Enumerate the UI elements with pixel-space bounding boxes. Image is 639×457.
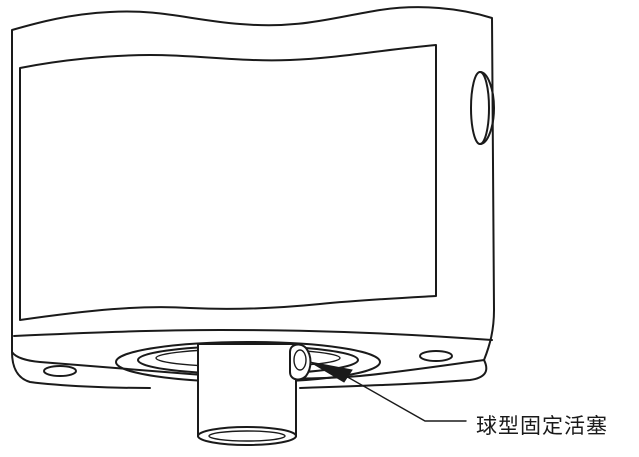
side-port <box>470 71 490 145</box>
ball-plunger-label: 球型固定活塞 <box>476 414 608 438</box>
housing-outline <box>11 6 495 380</box>
shaft-bottom <box>197 426 297 446</box>
housing-ledge <box>13 329 493 341</box>
mount-hole-left <box>43 365 77 377</box>
base-plate-right <box>299 359 488 389</box>
mount-hole-right <box>419 350 453 362</box>
callout-leader <box>343 374 467 422</box>
callout-arrowhead <box>309 361 353 383</box>
side-port-edge <box>479 71 495 145</box>
shaft-bottom-inner <box>208 430 286 442</box>
base-plate <box>11 351 151 389</box>
ball-plunger-tip <box>293 349 307 371</box>
screen-panel <box>19 44 437 321</box>
